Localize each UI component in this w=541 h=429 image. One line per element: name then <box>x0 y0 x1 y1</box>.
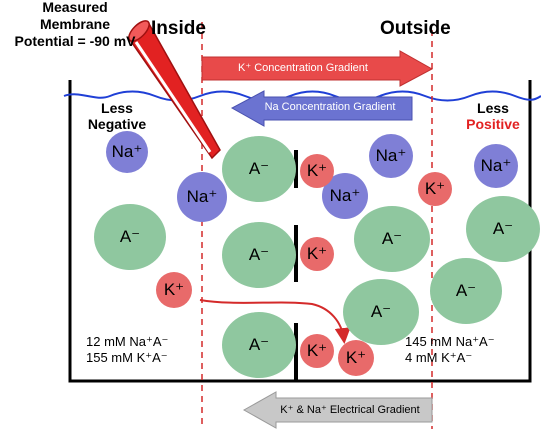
less-negative-line1: Less <box>101 100 133 116</box>
k-movement-arrow <box>199 299 351 344</box>
anion: A⁻ <box>222 222 296 288</box>
less-positive-line1: Less <box>477 100 509 116</box>
na-ion-label: Na⁺ <box>186 187 218 206</box>
outside-concentration-line2: 4 mM K⁺A⁻ <box>405 350 473 365</box>
k-ion: K⁺ <box>418 172 452 206</box>
outside-concentration-line1: 145 mM Na⁺A⁻ <box>405 334 495 349</box>
k-ion-label: K⁺ <box>306 341 328 360</box>
measured-label: Measured Membrane Potential = -90 mV <box>0 0 150 50</box>
less-negative-label: Less Negative <box>78 100 156 132</box>
na-ion-label: Na⁺ <box>111 142 143 161</box>
anion: A⁻ <box>430 258 502 324</box>
k-ion-label: K⁺ <box>424 179 446 198</box>
k-ion: K⁺ <box>338 340 374 376</box>
water-surface-line <box>63 90 541 102</box>
anion-label: A⁻ <box>248 159 270 178</box>
inside-concentration: 12 mM Na⁺A⁻ 155 mM K⁺A⁻ <box>86 334 168 366</box>
k-ion-label: K⁺ <box>306 244 328 263</box>
anion-label: A⁻ <box>248 245 270 264</box>
anion: A⁻ <box>343 279 419 345</box>
k-ion-label: K⁺ <box>163 280 185 299</box>
inside-concentration-line1: 12 mM Na⁺A⁻ <box>86 334 169 349</box>
k-ion: K⁺ <box>156 272 192 308</box>
anion-label: A⁻ <box>248 335 270 354</box>
anion: A⁻ <box>222 312 296 378</box>
measured-label-line2: Membrane <box>39 16 111 32</box>
na-ion-label: Na⁺ <box>375 146 407 165</box>
k-ion: K⁺ <box>300 237 334 271</box>
anion: A⁻ <box>222 136 296 202</box>
anion: A⁻ <box>94 204 166 270</box>
k-ion-label: K⁺ <box>306 161 328 180</box>
anion-label: A⁻ <box>370 302 392 321</box>
outside-concentration: 145 mM Na⁺A⁻ 4 mM K⁺A⁻ <box>405 334 495 366</box>
anion-label: A⁻ <box>455 281 477 300</box>
inside-concentration-line2: 155 mM K⁺A⁻ <box>86 350 168 365</box>
anion-label: A⁻ <box>119 227 141 246</box>
measured-label-line1: Measured <box>42 0 108 15</box>
k-concentration-gradient-arrow <box>201 50 434 87</box>
k-ion: K⁺ <box>300 154 334 188</box>
na-concentration-gradient-arrow <box>230 90 413 127</box>
electrode-probe-icon <box>128 20 221 160</box>
electrical-gradient-label: K⁺ & Na⁺ Electrical Gradient <box>280 404 420 416</box>
na-ion: Na⁺ <box>369 134 413 178</box>
anion-label: A⁻ <box>492 219 514 238</box>
outside-title: Outside <box>380 18 451 39</box>
measured-label-line3: Potential = -90 mV <box>14 33 136 49</box>
less-positive-line2: Positive <box>466 116 520 132</box>
k-ion-label: K⁺ <box>345 348 367 367</box>
k-concentration-gradient-label: K⁺ Concentration Gradient <box>238 62 368 74</box>
anion: A⁻ <box>466 196 540 262</box>
anion-label: A⁻ <box>381 229 403 248</box>
na-ion: Na⁺ <box>106 131 148 173</box>
na-ion-label: Na⁺ <box>480 156 512 175</box>
na-ion: Na⁺ <box>474 144 518 188</box>
na-concentration-gradient-label: Na Concentration Gradient <box>264 101 396 113</box>
na-ion: Na⁺ <box>177 172 227 222</box>
less-positive-label: Less Positive <box>454 100 532 132</box>
anion: A⁻ <box>354 206 430 272</box>
electrical-gradient-arrow <box>242 391 433 429</box>
inside-title: Inside <box>151 18 206 39</box>
k-ion: K⁺ <box>300 334 334 368</box>
less-negative-line2: Negative <box>87 116 147 132</box>
na-ion-label: Na⁺ <box>329 186 361 205</box>
